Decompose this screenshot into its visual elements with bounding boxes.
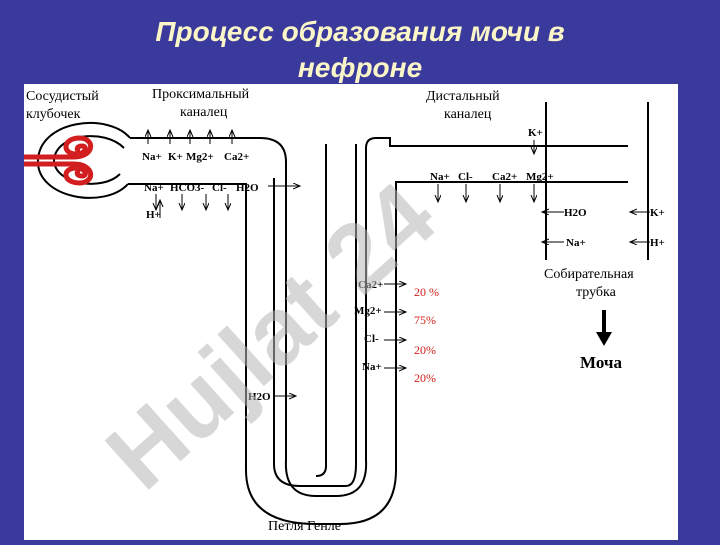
ion-collect-h2o: H2O <box>564 207 587 219</box>
ion-collect-k: K+ <box>650 207 665 219</box>
label-glomerulus-1: Сосудистый <box>26 89 99 104</box>
watermark: Hujlat 24 <box>86 162 455 509</box>
ion-prox-ca: Ca2+ <box>224 151 249 163</box>
glomerulus-capillary <box>24 135 93 186</box>
ion-prox-h: H+ <box>146 209 161 221</box>
ion-collect-h: H+ <box>650 237 665 249</box>
distal-arrows <box>438 184 534 202</box>
loop-arrows <box>384 284 406 368</box>
percent-na: 20% <box>414 371 436 385</box>
label-urine: Моча <box>580 353 622 372</box>
ion-loop-cl: Cl- <box>364 333 379 345</box>
percent-mg: 75% <box>414 313 436 327</box>
ion-prox-mg: Mg2+ <box>186 151 214 163</box>
ion-distal-cl: Cl- <box>458 171 473 183</box>
bowman-capsule <box>36 122 131 199</box>
ion-prox-k: K+ <box>168 151 183 163</box>
tubule-outer-wall <box>130 137 628 497</box>
proximal-lower-arrows <box>156 194 228 218</box>
percent-ca: 20 % <box>414 285 439 299</box>
nephron-diagram: Сосудистый клубочек Проксимальный канале… <box>24 87 665 534</box>
label-proximal-1: Проксимальный <box>152 87 250 102</box>
ion-collect-na: Na+ <box>566 237 586 249</box>
ion-loop-mg: Mg2+ <box>354 305 382 317</box>
label-collecting-1: Собирательная <box>544 267 634 282</box>
urine-arrow-head <box>596 332 612 346</box>
ion-distal-k: K+ <box>528 127 543 139</box>
label-proximal-2: каналец <box>180 105 228 120</box>
ion-distal-na: Na+ <box>430 171 450 183</box>
slide-title-line2: нефроне <box>297 52 423 83</box>
tubule-inner-wall <box>128 181 628 525</box>
label-distal-2: каналец <box>444 107 492 122</box>
ion-prox-na: Na+ <box>142 151 162 163</box>
label-glomerulus-2: клубочек <box>26 107 81 122</box>
ion-prox-hco3: HCO3- <box>170 182 205 194</box>
ion-distal-mg: Mg2+ <box>526 171 554 183</box>
ion-loop-na: Na+ <box>362 361 382 373</box>
percent-cl: 20% <box>414 343 436 357</box>
watermark-text: Hujlat 24 <box>86 162 455 509</box>
nephron-diagram-panel: Сосудистый клубочек Проксимальный канале… <box>24 84 678 540</box>
label-collecting-2: трубка <box>576 285 617 300</box>
label-loop-henle: Петля Генле <box>268 519 341 534</box>
ion-prox-cl: Cl- <box>212 182 227 194</box>
ion-prox-h2o: H2O <box>236 182 259 194</box>
ion-loop-ca: Ca2+ <box>358 279 383 291</box>
label-distal-1: Дистальный <box>426 89 500 104</box>
loop-inner-wall <box>273 144 357 487</box>
slide-title-line1: Процесс образования мочи в <box>155 16 565 47</box>
proximal-upper-arrows <box>148 130 232 144</box>
ion-prox-na-2: Na+ <box>144 182 164 194</box>
ion-loop-h2o: H2O <box>248 391 271 403</box>
ion-distal-ca: Ca2+ <box>492 171 517 183</box>
bowman-capsule-inner <box>52 135 125 185</box>
